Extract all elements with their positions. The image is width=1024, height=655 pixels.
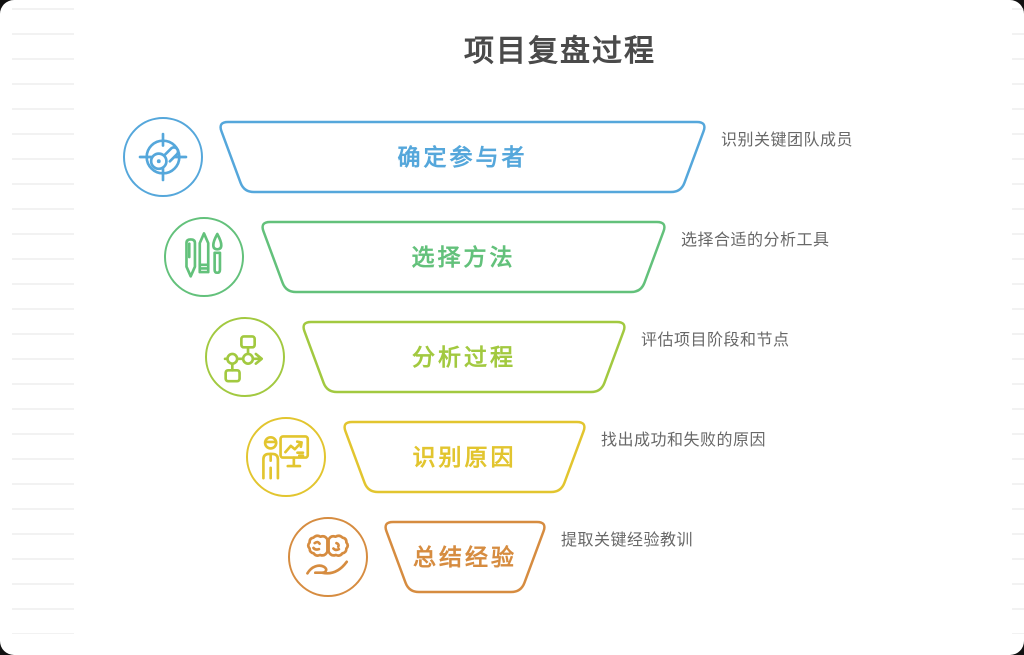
presentation-chart-icon <box>246 417 326 497</box>
stage-note: 找出成功和失败的原因 <box>601 432 767 449</box>
notebook-lines-left <box>12 8 74 634</box>
stage-label: 选择方法 <box>411 244 516 270</box>
brain-in-hand-icon <box>288 517 368 597</box>
funnel-stage-shape <box>302 320 626 394</box>
drawing-tools-icon <box>164 217 244 297</box>
funnel-stage-shape <box>384 520 546 594</box>
target-gauge-icon <box>123 117 203 197</box>
flowchart-icon <box>205 317 285 397</box>
notebook-lines-right <box>1012 8 1024 634</box>
stage-label: 识别原因 <box>412 444 517 470</box>
stage-label: 总结经验 <box>413 544 517 570</box>
stage-label: 分析过程 <box>412 344 516 370</box>
stage-note: 提取关键经验教训 <box>561 532 694 549</box>
stage-note: 选择合适的分析工具 <box>681 232 830 249</box>
stage-note: 评估项目阶段和节点 <box>641 332 790 349</box>
stage-label: 确定参与者 <box>397 144 528 170</box>
stage-note: 识别关键团队成员 <box>721 132 854 149</box>
funnel-stage-shape <box>261 220 666 294</box>
funnel-stage-shape <box>343 420 586 494</box>
page-title: 项目复盘过程 <box>464 35 656 68</box>
funnel-stage-shape <box>219 120 706 194</box>
